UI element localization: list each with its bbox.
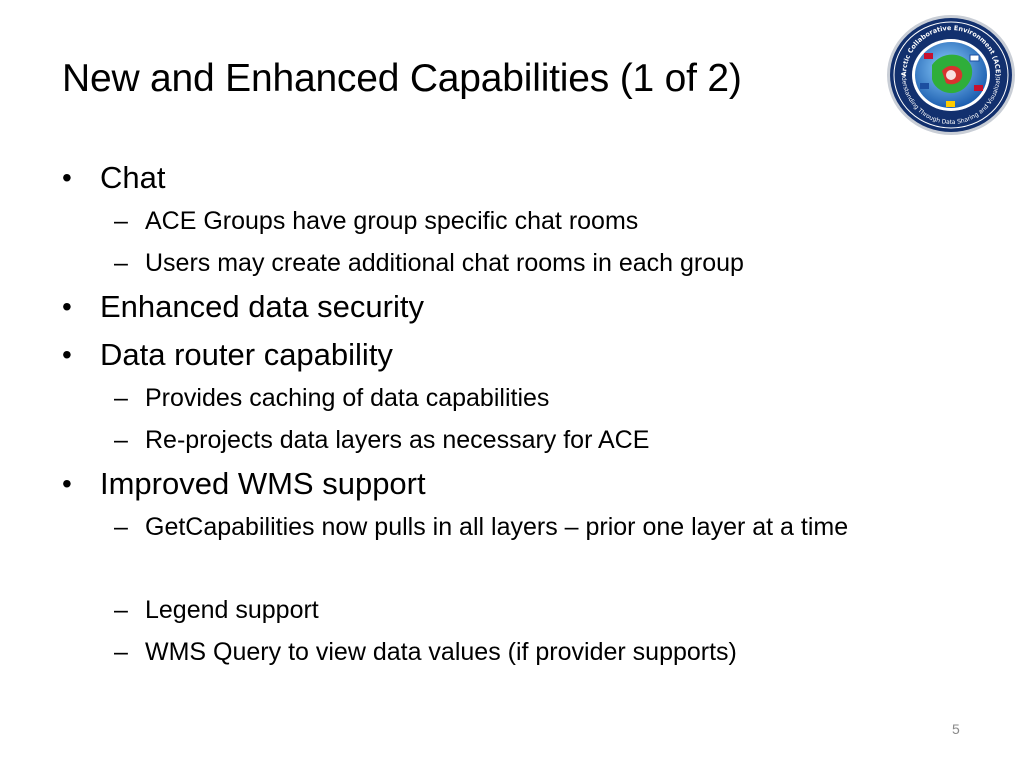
- bullet-dot-icon: •: [62, 339, 72, 370]
- dash-icon: –: [114, 426, 128, 454]
- bullet-text: Data router capability: [100, 337, 393, 372]
- dash-icon: –: [114, 513, 128, 541]
- sub-bullet-item: –WMS Query to view data values (if provi…: [114, 632, 965, 673]
- bullet-item: • Data router capability: [62, 335, 393, 375]
- sub-bullet-item: –GetCapabilities now pulls in all layers…: [114, 507, 965, 548]
- dash-icon: –: [114, 249, 128, 277]
- bullet-item: • Improved WMS support: [62, 464, 426, 504]
- sub-bullet-text: WMS Query to view data values (if provid…: [145, 638, 737, 666]
- sub-bullet-text: Legend support: [145, 596, 319, 624]
- slide-title: New and Enhanced Capabilities (1 of 2): [62, 57, 742, 100]
- page-number: 5: [952, 721, 960, 737]
- sub-bullet-item: –Provides caching of data capabilities: [114, 378, 965, 419]
- sub-bullet-item: –Re-projects data layers as necessary fo…: [114, 420, 965, 461]
- sub-bullet-text: Provides caching of data capabilities: [145, 384, 550, 412]
- bullet-item: • Chat: [62, 158, 166, 198]
- sub-bullet-item: –Legend support: [114, 590, 965, 631]
- ace-logo-icon: Arctic Collaborative Environment (ACE) U…: [884, 13, 1018, 137]
- bullet-dot-icon: •: [62, 291, 72, 322]
- sub-bullet-item: –ACE Groups have group specific chat roo…: [114, 201, 965, 242]
- sub-bullet-text: Users may create additional chat rooms i…: [145, 249, 744, 277]
- bullet-text: Enhanced data security: [100, 289, 424, 324]
- dash-icon: –: [114, 207, 128, 235]
- dash-icon: –: [114, 384, 128, 412]
- dash-icon: –: [114, 638, 128, 666]
- bullet-dot-icon: •: [62, 468, 72, 499]
- sub-bullet-text: Re-projects data layers as necessary for…: [145, 426, 650, 454]
- dash-icon: –: [114, 596, 128, 624]
- bullet-dot-icon: •: [62, 162, 72, 193]
- sub-bullet-text: GetCapabilities now pulls in all layers …: [145, 513, 849, 541]
- sub-bullet-item: –Users may create additional chat rooms …: [114, 243, 965, 284]
- sub-bullet-text: ACE Groups have group specific chat room…: [145, 207, 639, 235]
- bullet-text: Improved WMS support: [100, 466, 426, 501]
- bullet-text: Chat: [100, 160, 166, 195]
- bullet-item: • Enhanced data security: [62, 287, 424, 327]
